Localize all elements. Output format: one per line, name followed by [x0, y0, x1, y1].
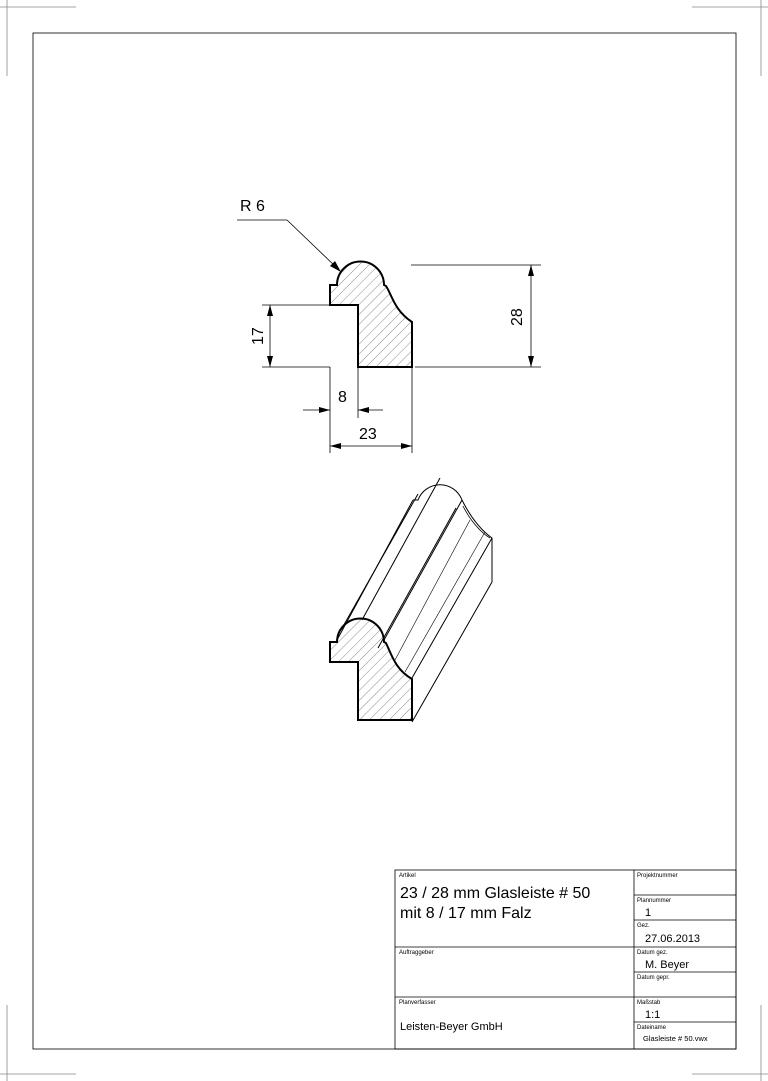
isometric-front-face	[329, 617, 413, 721]
datum-gez-label: Datum gez.	[637, 950, 668, 956]
plannummer-label: Plannummer	[637, 898, 672, 904]
projektnummer-label: Projektnummer	[637, 873, 678, 879]
profile-outline	[329, 260, 413, 368]
planverfasser-value: Leisten-Beyer GmbH	[400, 1021, 503, 1033]
dim-width-rebate	[303, 367, 383, 453]
dim-width-total-label: 23	[359, 426, 377, 443]
gez-label: Gez.	[637, 923, 650, 929]
radius-label: R 6	[240, 198, 265, 215]
dateiname-label: Dateiname	[637, 1025, 667, 1031]
title-block-grid	[394, 869, 737, 1050]
dim-height-total	[411, 264, 541, 368]
artikel-line-2: mit 8 / 17 mm Falz	[400, 905, 532, 922]
planverfasser-label: Planverfasser	[399, 1000, 436, 1006]
dim-height-total-label: 28	[509, 308, 526, 326]
drawing-frame	[32, 32, 737, 1050]
dim-height-rebate	[262, 304, 350, 368]
massstab-value: 1:1	[645, 1009, 661, 1021]
plannummer-value: 1	[645, 907, 652, 919]
massstab-label: Maßstab	[637, 1000, 661, 1006]
datum-gez-value: M. Beyer	[645, 959, 690, 971]
dateiname-value: Glasleiste # 50.vwx	[643, 1034, 708, 1043]
gez-value: 27.06.2013	[645, 933, 701, 945]
profile-section	[329, 260, 413, 368]
dim-height-rebate-label: 17	[250, 327, 267, 345]
auftraggeber-label: Auftraggeber	[399, 950, 434, 956]
dim-width-rebate-label: 8	[338, 389, 347, 406]
datum-gepr-label: Datum gepr.	[637, 975, 670, 981]
artikel-line-1: 23 / 28 mm Glasleiste # 50	[400, 885, 591, 902]
artikel-label: Artikel	[399, 873, 416, 879]
isometric-view	[336, 477, 493, 723]
radius-leader	[237, 219, 341, 272]
dim-width-total	[330, 367, 413, 453]
